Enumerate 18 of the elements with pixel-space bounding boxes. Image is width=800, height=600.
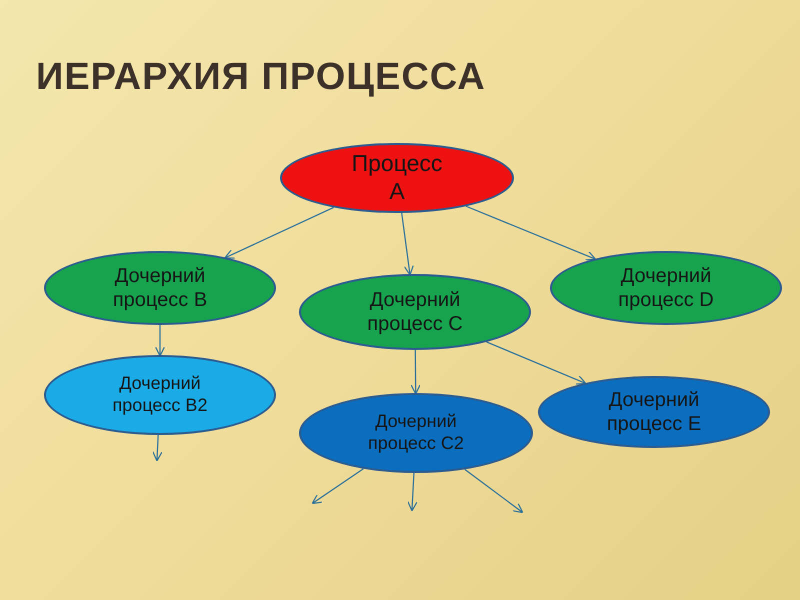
arrow bbox=[407, 472, 418, 512]
node-label: Дочерний процесс C bbox=[366, 288, 464, 336]
node-label: Дочерний процесс D bbox=[617, 264, 715, 312]
arrow bbox=[410, 350, 421, 394]
arrow bbox=[401, 212, 414, 276]
title: ИЕРАРХИЯ ПРОЦЕССА bbox=[36, 56, 486, 99]
arrow bbox=[152, 434, 162, 462]
arrow bbox=[466, 206, 596, 260]
arrow bbox=[486, 341, 586, 385]
arrow bbox=[224, 206, 334, 259]
arrow bbox=[312, 468, 364, 504]
node-label: Дочерний процесс C2 bbox=[367, 411, 465, 455]
node-label: Процесс А bbox=[350, 150, 444, 206]
node-label: Дочерний процесс B bbox=[112, 264, 208, 312]
arrow bbox=[464, 468, 524, 514]
node-label: Дочерний процесс E bbox=[606, 388, 702, 436]
node-label: Дочерний процесс B2 bbox=[112, 373, 208, 417]
arrow bbox=[154, 325, 166, 356]
